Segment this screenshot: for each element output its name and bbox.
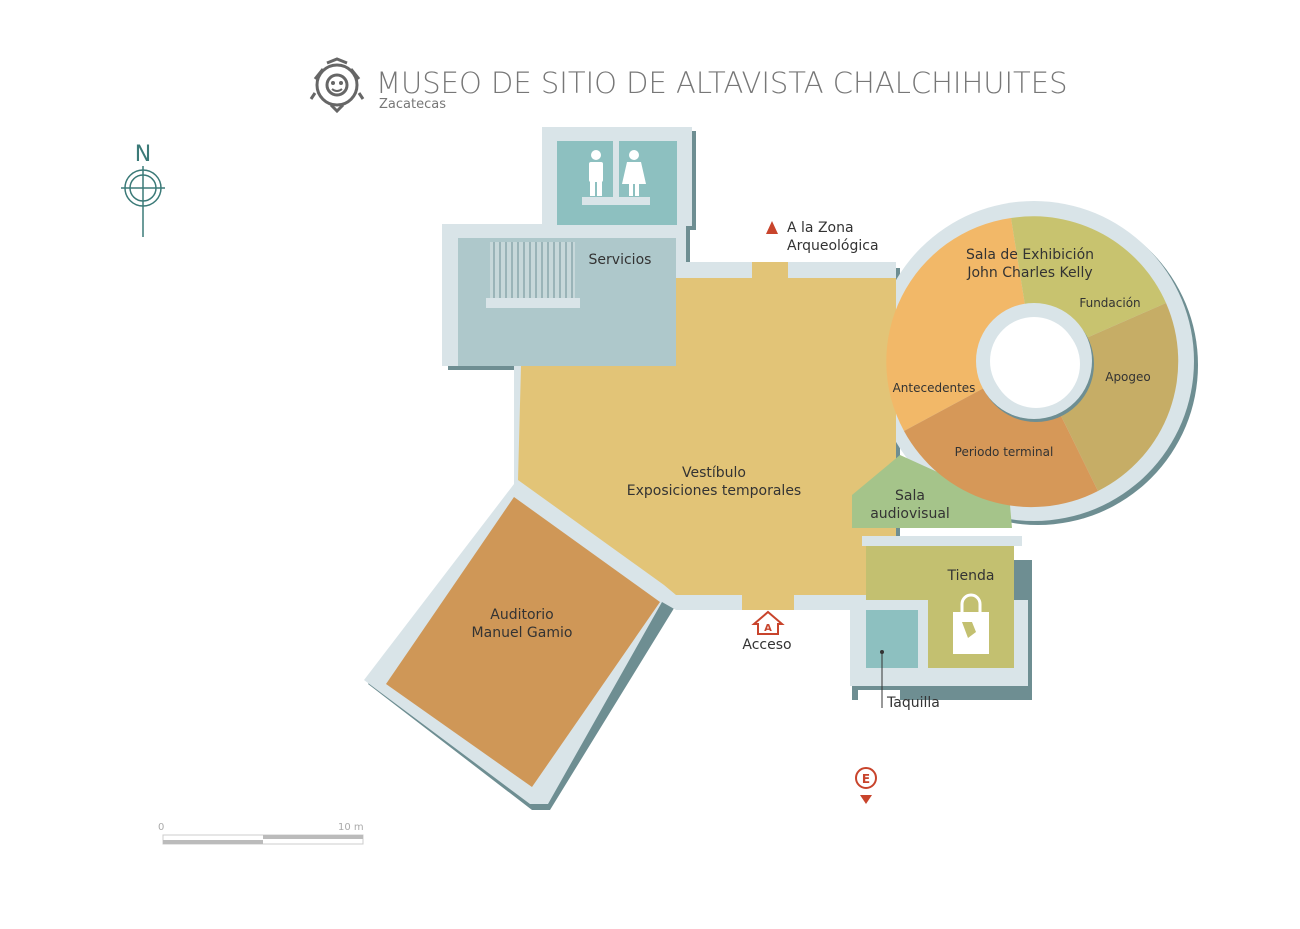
label-acceso: Acceso bbox=[742, 637, 791, 653]
label-zona-line2: Arqueológica bbox=[787, 238, 879, 254]
label-audiovisual-line2: audiovisual bbox=[870, 506, 950, 522]
label-sala-exhibicion-line2: John Charles Kelly bbox=[966, 265, 1092, 281]
room-vestibulo[interactable] bbox=[518, 278, 896, 595]
scale-start-label: 0 bbox=[158, 822, 164, 833]
room-taquilla[interactable] bbox=[866, 610, 918, 668]
label-periodo-terminal: Periodo terminal bbox=[955, 445, 1054, 459]
exit-marker-icon[interactable]: E bbox=[855, 767, 877, 804]
label-fundacion: Fundación bbox=[1079, 296, 1140, 310]
label-vestibulo-line2: Exposiciones temporales bbox=[627, 483, 801, 499]
male-restroom-icon bbox=[589, 150, 603, 196]
label-audiovisual-line1: Sala bbox=[895, 488, 925, 504]
page-title: MUSEO DE SITIO DE ALTAVISTA CHALCHIHUITE… bbox=[376, 66, 1068, 100]
label-vestibulo-line1: Vestíbulo bbox=[682, 465, 746, 481]
label-auditorio-line1: Auditorio bbox=[490, 607, 554, 623]
compass-north-label: N bbox=[135, 142, 151, 167]
svg-text:E: E bbox=[862, 772, 870, 786]
label-taquilla: Taquilla bbox=[886, 695, 940, 711]
zona-arqueologica-arrow-icon bbox=[766, 221, 778, 234]
label-apogeo: Apogeo bbox=[1105, 370, 1151, 384]
museum-logo-icon bbox=[309, 57, 365, 114]
shopping-bag-icon bbox=[953, 593, 989, 654]
scale-bar: 0 10 m bbox=[158, 822, 364, 845]
label-sala-exhibicion-line1: Sala de Exhibición bbox=[966, 247, 1094, 263]
female-restroom-icon bbox=[622, 150, 646, 196]
room-auditorio[interactable] bbox=[386, 497, 660, 787]
page-subtitle: Zacatecas bbox=[379, 97, 446, 112]
acceso-marker-icon[interactable]: A bbox=[751, 610, 785, 635]
svg-text:A: A bbox=[764, 623, 772, 634]
label-servicios: Servicios bbox=[589, 252, 652, 268]
sala-exhibicion-john-charles-kelly[interactable] bbox=[886, 216, 1179, 508]
compass-icon: N bbox=[121, 142, 165, 237]
label-antecedentes: Antecedentes bbox=[893, 381, 976, 395]
label-zona-line1: A la Zona bbox=[787, 220, 854, 236]
stairs bbox=[486, 242, 580, 308]
room-sala-audiovisual[interactable] bbox=[852, 455, 1012, 528]
label-tienda: Tienda bbox=[947, 568, 995, 584]
scale-end-label: 10 m bbox=[338, 822, 364, 833]
label-auditorio-line2: Manuel Gamio bbox=[472, 625, 573, 641]
